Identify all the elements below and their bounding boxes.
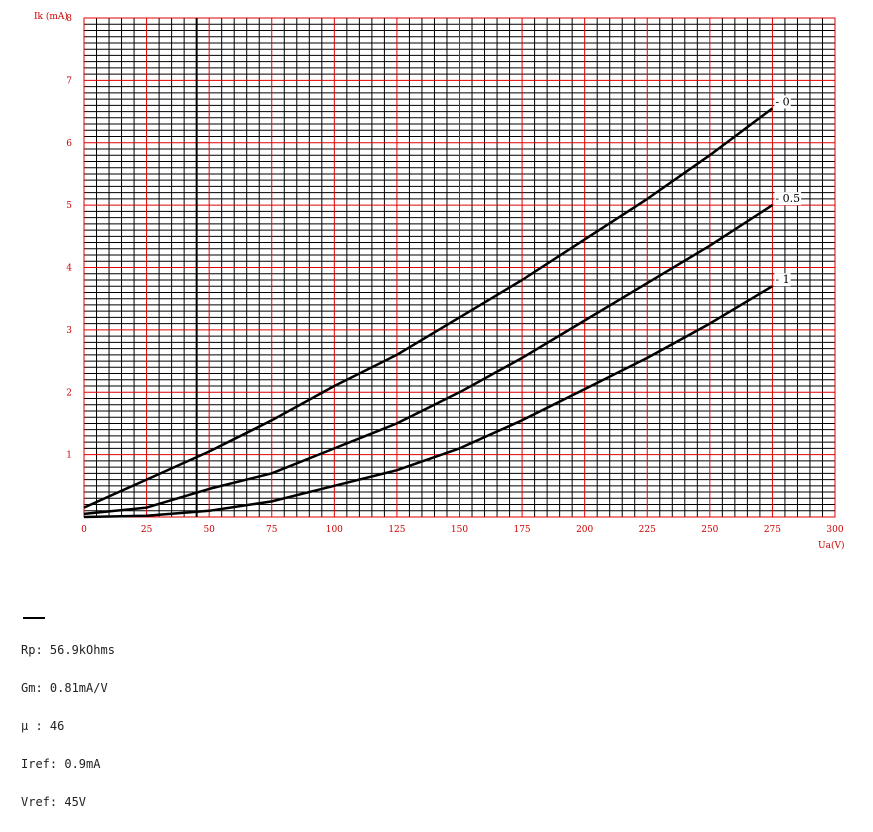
plot-frame xyxy=(83,17,836,518)
curve-label-bg-0 xyxy=(774,95,791,109)
y-tick-label: 6 xyxy=(66,139,72,149)
x-tick-label: 250 xyxy=(701,525,718,535)
curve-label-2: - 1 xyxy=(775,273,789,286)
x-tick-label: 0 xyxy=(81,525,87,535)
curve-label-bg-1 xyxy=(774,192,802,206)
curve-2 xyxy=(83,285,774,519)
tick-labels: 0 25 50 75 100 125 150 175 200 225 250 275 300 1 2 3 4 5 6… xyxy=(66,14,844,535)
curve-0 xyxy=(83,107,774,509)
iref-value: Iref: 0.9mA xyxy=(21,757,101,771)
x-tick-label: 175 xyxy=(513,525,530,535)
y-tick-label: 4 xyxy=(66,264,72,274)
x-axis-title: Ua(V) xyxy=(818,540,844,551)
x-tick-label: 150 xyxy=(451,525,468,535)
curve-label-1: - 0.5 xyxy=(775,192,800,205)
y-tick-label: 7 xyxy=(66,76,72,86)
gm-value: Gm: 0.81mA/V xyxy=(21,681,108,695)
x-tick-label: 125 xyxy=(388,525,405,535)
y-tick-label: 2 xyxy=(66,388,72,398)
mu-value: μ : 46 xyxy=(21,719,65,733)
curve-label-0: - 0 xyxy=(775,95,789,108)
y-axis-title: Ik (mA) xyxy=(34,11,68,22)
y-tick-label: 5 xyxy=(66,201,72,211)
major-grid xyxy=(83,17,836,518)
x-tick-label: 25 xyxy=(141,525,153,535)
legend-swatch xyxy=(23,617,45,619)
x-tick-label: 75 xyxy=(266,525,278,535)
rp-value: Rp: 56.9kOhms xyxy=(21,643,115,657)
y-tick-label: 8 xyxy=(66,14,72,24)
curve-label-bg-2 xyxy=(774,273,791,287)
x-tick-label: 200 xyxy=(576,525,593,535)
x-tick-label: 300 xyxy=(826,525,843,535)
vref-value: Vref: 45V xyxy=(21,795,87,809)
y-tick-label: 1 xyxy=(66,451,72,461)
x-tick-label: 100 xyxy=(326,525,343,535)
x-tick-label: 50 xyxy=(203,525,215,535)
x-tick-label: 225 xyxy=(639,525,656,535)
x-tick-label: 275 xyxy=(764,525,781,535)
parameters-panel: Rp: 56.9kOhms Gm: 0.81mA/V μ : 46 Iref: … xyxy=(21,642,115,832)
curve-1 xyxy=(83,204,774,516)
y-tick-label: 3 xyxy=(66,326,72,336)
curves-group: - 0 - 0.5 - 1 xyxy=(83,95,802,519)
